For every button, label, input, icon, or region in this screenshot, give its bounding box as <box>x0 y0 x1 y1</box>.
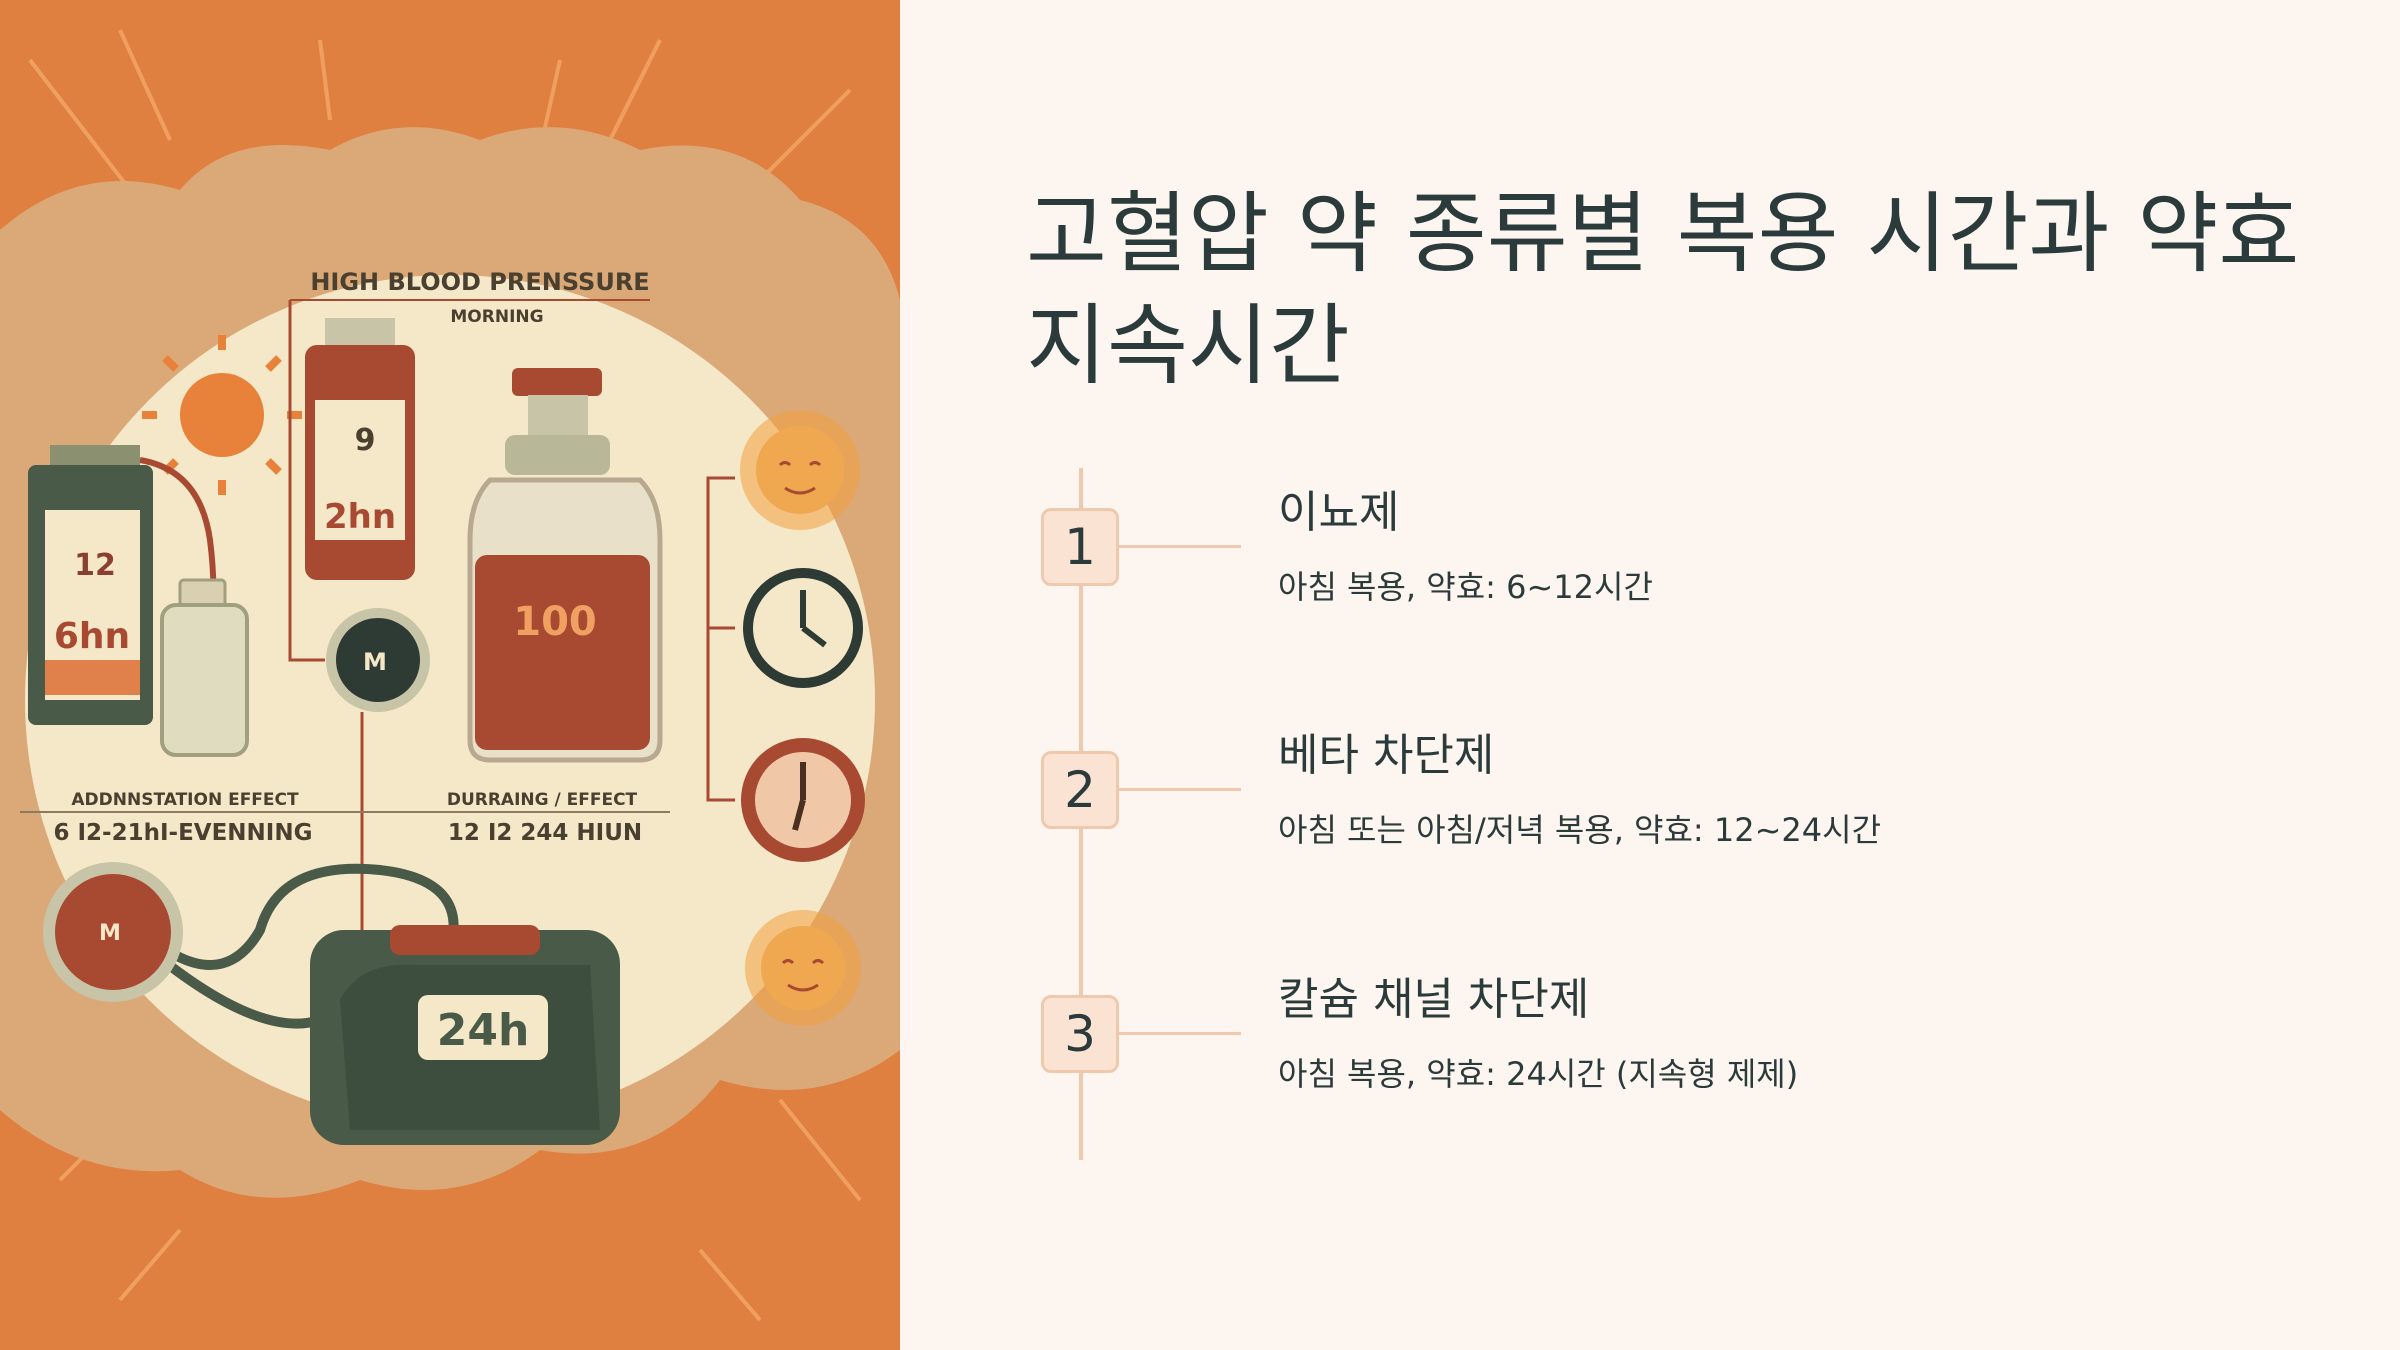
sun-face-icon-2 <box>745 910 861 1026</box>
pressure-gauge: M <box>326 608 430 712</box>
step-title: 이뇨제 <box>1278 487 1400 538</box>
step-number-badge: 2 <box>1041 751 1119 829</box>
step-description: 아침 복용, 약효: 24시간 (지속형 제제) <box>1278 1055 1799 1093</box>
timer-icon <box>741 738 865 862</box>
right-bracket <box>706 476 735 802</box>
top-bottle-display: 9 <box>355 423 376 458</box>
blood-pressure-illustration: HIGH BLOOD PRENSSURE MORNING <box>0 0 900 1350</box>
right-caption-value: 12 I2 244 HIUN <box>448 820 642 846</box>
sun-icon <box>142 335 302 495</box>
pump-bulb: M <box>43 862 183 1002</box>
step-number-badge: 3 <box>1041 995 1119 1073</box>
slide-title: 고혈압 약 종류별 복용 시간과 약효 지속시간 <box>1026 182 2300 397</box>
clear-bottle <box>160 578 249 757</box>
left-caption: ADDNNSTATION EFFECT <box>71 790 299 810</box>
top-medicine-bottle: 2hn 9 <box>305 318 415 580</box>
content-panel: 고혈압 약 종류별 복용 시간과 약효 지속시간 1 이뇨제 아침 복용, 약효… <box>900 0 2400 1350</box>
illustration-subheading: MORNING <box>450 307 543 327</box>
monitor-display: 24h <box>437 1005 530 1056</box>
left-caption-value: 6 I2-21hI-EVENNING <box>53 820 312 846</box>
sun-face-icon <box>740 410 860 530</box>
step-connector <box>1119 545 1241 548</box>
left-bottle-label: 6hn <box>54 616 130 657</box>
step-description: 아침 또는 아침/저녁 복용, 약효: 12~24시간 <box>1278 811 1882 849</box>
center-bottle-display: 100 <box>513 599 597 645</box>
gauge-label: M <box>363 648 387 676</box>
monitor-hose <box>136 863 459 970</box>
cream-circle <box>25 275 875 1125</box>
step-connector <box>1119 788 1241 791</box>
step-title: 칼슘 채널 차단제 <box>1278 974 1590 1025</box>
hero-illustration: HIGH BLOOD PRENSSURE MORNING <box>0 0 900 1350</box>
timeline-step-3: 3 칼슘 채널 차단제 아침 복용, 약효: 24시간 (지속형 제제) <box>900 955 2400 1155</box>
step-title: 베타 차단제 <box>1278 730 1495 781</box>
timeline-step-1: 1 이뇨제 아침 복용, 약효: 6~12시간 <box>900 468 2400 668</box>
right-caption: DURRAING / EFFECT <box>447 790 638 810</box>
blood-pressure-monitor: 24h <box>310 925 620 1145</box>
clock-icon <box>743 568 863 688</box>
connector-line <box>288 300 325 662</box>
bulb-label: M <box>99 921 121 946</box>
left-medicine-bottle: 6hn 12 <box>28 445 153 725</box>
left-bottle-display: 12 <box>74 548 116 583</box>
illustration-heading: HIGH BLOOD PRENSSURE <box>310 268 649 296</box>
monitor-hose-2 <box>146 946 322 1029</box>
top-bottle-label: 2hn <box>324 497 396 537</box>
step-connector <box>1119 1032 1241 1035</box>
step-description: 아침 복용, 약효: 6~12시간 <box>1278 568 1653 606</box>
center-medicine-bottle: 100 <box>467 368 663 763</box>
step-number-badge: 1 <box>1041 508 1119 586</box>
timeline-step-2: 2 베타 차단제 아침 또는 아침/저녁 복용, 약효: 12~24시간 <box>900 711 2400 911</box>
